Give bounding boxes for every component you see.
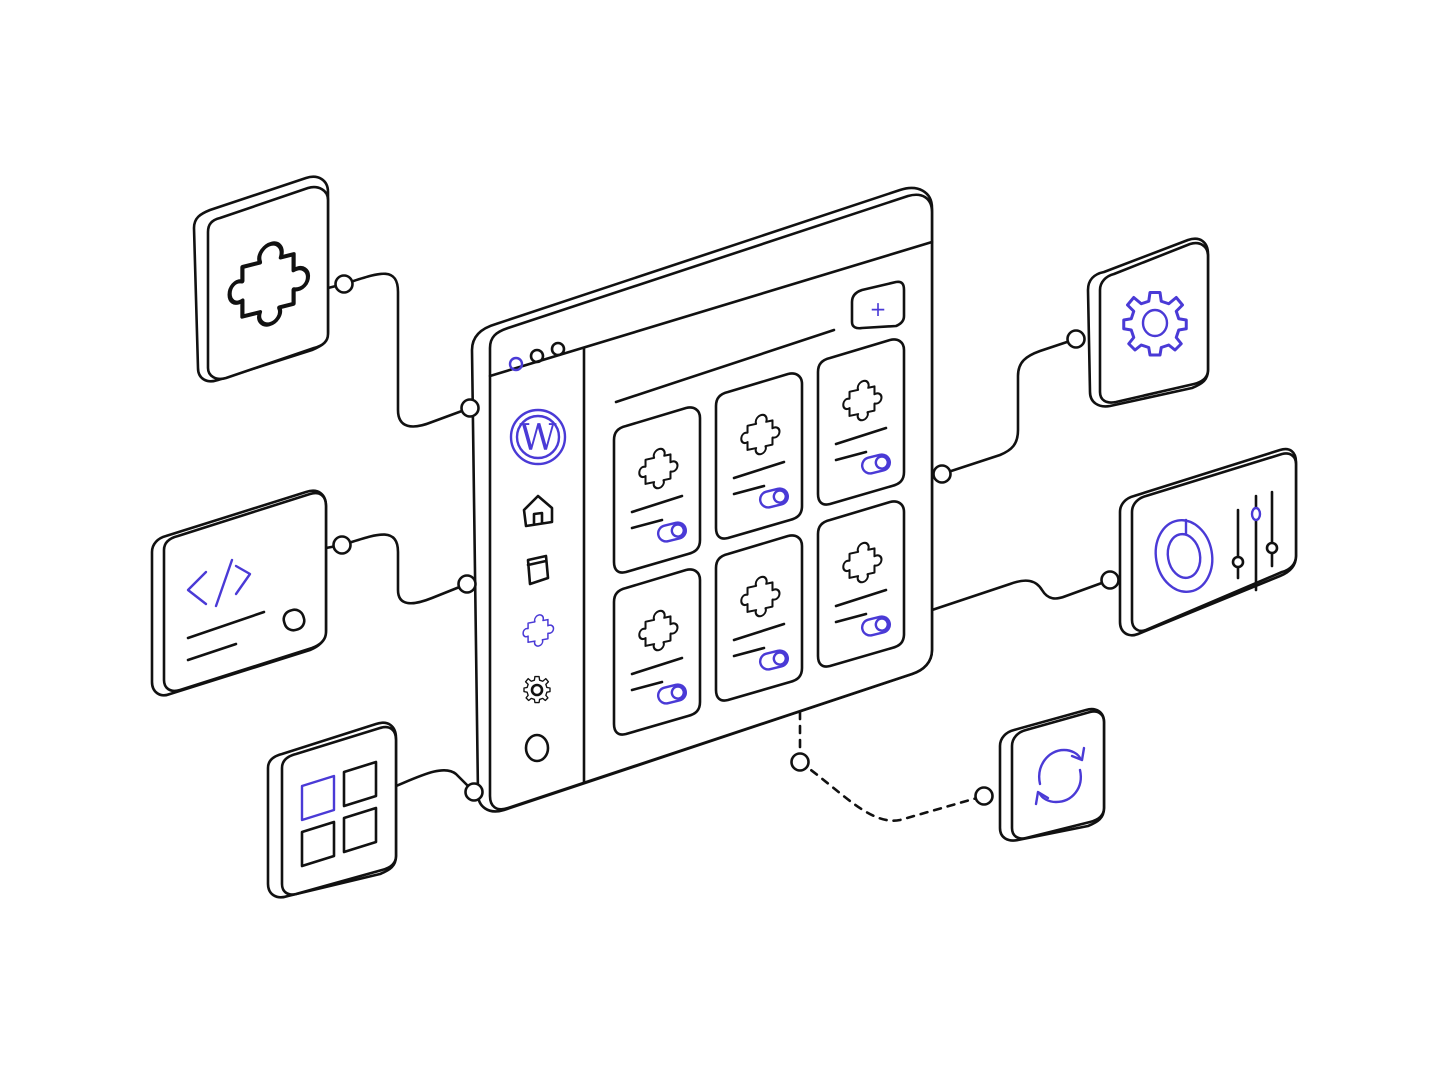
sync-icon: [1034, 746, 1086, 806]
blocks-tile[interactable]: [266, 721, 398, 899]
connector-node: [334, 274, 354, 294]
connector-node: [464, 782, 484, 802]
browser-window: W +: [470, 186, 934, 813]
code-icon: [186, 558, 252, 608]
plugin-card[interactable]: [816, 500, 906, 668]
settings-tile[interactable]: [1086, 237, 1210, 408]
window-maximize-dot[interactable]: [550, 341, 566, 357]
sidebar-item-profile[interactable]: [524, 733, 550, 763]
plugin-card[interactable]: [714, 372, 804, 540]
analytics-tile[interactable]: [1118, 447, 1298, 637]
puzzle-tile[interactable]: [192, 175, 330, 383]
sidebar-item-settings[interactable]: [523, 675, 551, 704]
connector-node: [457, 574, 477, 594]
add-button[interactable]: +: [850, 280, 906, 330]
page-icon: [526, 554, 550, 586]
window-controls[interactable]: [508, 341, 566, 372]
sync-tile[interactable]: [998, 707, 1106, 842]
plugin-card[interactable]: [612, 406, 702, 574]
sidebar-item-pages[interactable]: [526, 554, 550, 586]
code-tile-badge: [282, 608, 306, 632]
connector-node: [932, 464, 952, 484]
plugin-card[interactable]: [714, 534, 804, 702]
connector-node: [332, 535, 352, 555]
wordpress-logo-icon[interactable]: W: [509, 408, 567, 466]
sidebar: W: [509, 408, 567, 763]
add-button-label: +: [870, 297, 887, 321]
donut-chart-icon: [1154, 518, 1214, 593]
code-tile[interactable]: [150, 489, 328, 697]
sliders-icon: [1231, 490, 1279, 592]
connector-node: [974, 786, 994, 806]
home-icon: [522, 494, 554, 528]
connector-node: [790, 752, 810, 772]
plugin-card[interactable]: [612, 568, 702, 736]
connector-node: [1100, 570, 1120, 590]
plugin-card-grid: [612, 338, 906, 736]
connector-lines: [324, 272, 1112, 822]
wordpress-logo-letter: W: [519, 418, 556, 459]
circle-icon: [524, 733, 550, 763]
plugin-card[interactable]: [816, 338, 906, 506]
window-close-dot[interactable]: [508, 356, 524, 372]
header-title-line: [614, 328, 836, 404]
connector-node: [1066, 329, 1086, 349]
connector-nodes: [332, 274, 1120, 806]
blocks-grid-icon: [300, 760, 378, 868]
window-minimize-dot[interactable]: [529, 348, 545, 364]
connector-node: [460, 398, 480, 418]
sidebar-item-home[interactable]: [522, 494, 554, 528]
